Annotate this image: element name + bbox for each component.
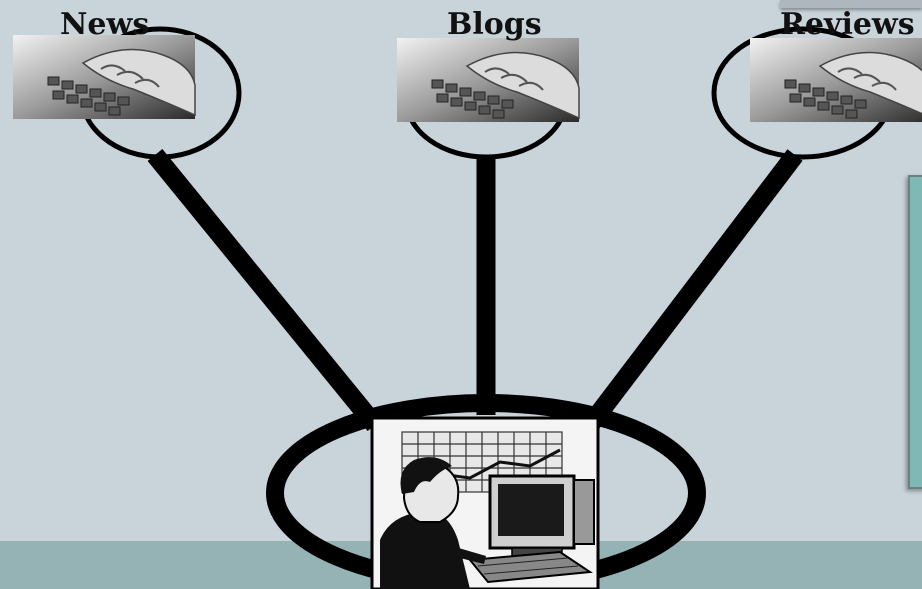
person-at-computer-icon xyxy=(370,416,600,589)
connector-news xyxy=(147,148,383,432)
keyboard-typing-icon xyxy=(12,34,196,120)
label-reviews: Reviews xyxy=(780,7,915,42)
keyboard-typing-icon xyxy=(396,37,580,123)
connector-lines xyxy=(147,148,803,432)
label-blogs: Blogs xyxy=(447,7,542,42)
side-panel xyxy=(908,175,922,489)
connector-reviews xyxy=(582,149,803,431)
keyboard-typing-icon xyxy=(749,37,922,123)
label-news: News xyxy=(60,7,150,42)
top-bar xyxy=(780,0,922,8)
